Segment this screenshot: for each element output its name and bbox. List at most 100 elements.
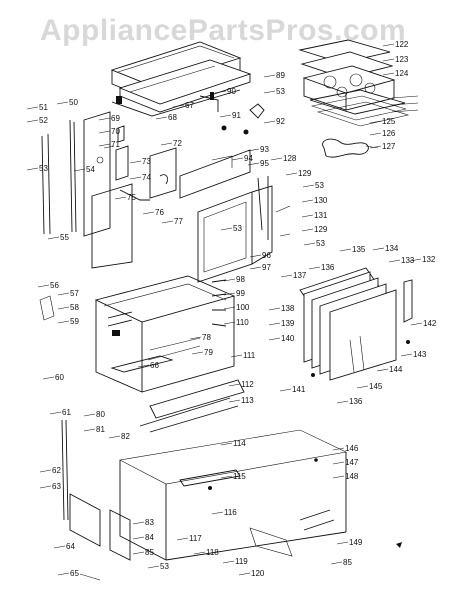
callout-leader-line [339, 248, 352, 252]
part-number-label: 145 [369, 382, 383, 391]
callout-leader-line [308, 266, 321, 270]
callout-leader-line [83, 428, 96, 432]
part-number-label: 82 [121, 432, 130, 441]
lower-cabinet [61, 379, 402, 581]
callout-leader-line [332, 475, 345, 479]
callout-leader-line [332, 447, 345, 451]
callout-leader-line [382, 72, 395, 76]
callout-leader-line [336, 541, 349, 545]
callout-leader-line [303, 242, 316, 246]
callout-leader-line [98, 130, 111, 134]
callout-leader-line [369, 145, 382, 149]
callout-leader-line [369, 120, 382, 124]
part-number-label: 52 [39, 116, 48, 125]
callout-leader-line [268, 337, 281, 341]
part-number-label: 120 [251, 569, 265, 578]
callout-leader-line [191, 351, 204, 355]
callout-leader-line [129, 176, 142, 180]
callout-leader-line [37, 284, 50, 288]
callout-leader-line [42, 376, 55, 380]
callout-leader-line [263, 90, 276, 94]
callout-leader-line [268, 322, 281, 326]
callout-leader-line [57, 320, 70, 324]
callout-leader-line [372, 247, 385, 251]
callout-leader-line [382, 43, 395, 47]
part-number-label: 60 [55, 373, 64, 382]
part-number-label: 135 [352, 245, 366, 254]
oven-door-assembly [299, 267, 413, 381]
part-number-label: 127 [382, 142, 396, 151]
callout-leader-line [98, 117, 111, 121]
part-number-label: 74 [142, 173, 151, 182]
callout-leader-line [211, 511, 224, 515]
part-number-label: 58 [70, 303, 79, 312]
part-number-label: 124 [395, 69, 409, 78]
part-number-label: 83 [145, 518, 154, 527]
callout-leader-line [73, 168, 86, 172]
part-number-label: 132 [422, 255, 436, 264]
part-number-label: 138 [281, 304, 295, 313]
part-number-label: 136 [321, 263, 335, 272]
oven-cavity [179, 103, 291, 283]
part-number-label: 55 [60, 233, 69, 242]
callout-leader-line [219, 114, 232, 118]
callout-leader-line [26, 167, 39, 171]
callout-leader-line [223, 292, 236, 296]
part-number-label: 128 [283, 154, 297, 163]
callout-leader-line [400, 353, 413, 357]
part-number-label: 53 [315, 181, 324, 190]
part-number-label: 84 [145, 533, 154, 542]
part-number-label: 67 [185, 101, 194, 110]
part-number-label: 141 [292, 385, 306, 394]
part-number-label: 139 [281, 319, 295, 328]
part-number-label: 118 [206, 548, 219, 557]
part-number-label: 125 [382, 117, 396, 126]
callout-leader-line [356, 385, 369, 389]
callout-leader-line [57, 306, 70, 310]
part-number-label: 81 [96, 425, 105, 434]
part-number-label: 91 [232, 111, 241, 120]
part-number-label: 71 [111, 140, 120, 149]
callout-leader-line [222, 560, 235, 564]
part-number-label: 89 [276, 71, 285, 80]
part-number-label: 100 [236, 303, 250, 312]
callout-leader-line [223, 306, 236, 310]
part-number-label: 96 [262, 251, 271, 260]
cabinet-side-panels [41, 111, 177, 269]
callout-leader-line [301, 228, 314, 232]
callout-leader-line [268, 307, 281, 311]
callout-leader-line [108, 435, 121, 439]
part-number-label: 113 [241, 396, 254, 405]
part-number-label: 53 [233, 224, 242, 233]
callout-leader-line [83, 413, 96, 417]
callout-leader-line [49, 411, 62, 415]
callout-leader-line [388, 259, 401, 263]
callout-leader-line [147, 565, 160, 569]
part-number-label: 129 [298, 169, 312, 178]
callout-leader-line [98, 143, 111, 147]
part-number-label: 114 [233, 439, 246, 448]
callout-leader-line [228, 399, 241, 403]
part-number-label: 111 [243, 351, 256, 360]
callout-leader-line [114, 196, 127, 200]
callout-leader-line [155, 116, 168, 120]
part-number-label: 142 [423, 319, 437, 328]
callout-leader-line [223, 278, 236, 282]
callout-leader-line [220, 442, 233, 446]
callout-leader-line [247, 162, 260, 166]
callout-leader-line [301, 199, 314, 203]
part-number-label: 61 [62, 408, 71, 417]
part-number-label: 68 [168, 113, 177, 122]
callout-leader-line [280, 274, 293, 278]
callout-leader-line [57, 292, 70, 296]
callout-leader-line [172, 104, 185, 108]
callout-leader-line [409, 258, 422, 262]
part-number-label: 112 [241, 380, 254, 389]
callout-leader-line [270, 157, 283, 161]
callout-leader-line [129, 160, 142, 164]
callout-leader-line [176, 537, 189, 541]
part-number-label: 149 [349, 538, 363, 547]
part-number-label: 50 [69, 98, 78, 107]
part-number-label: 64 [66, 542, 75, 551]
callout-leader-line [247, 148, 260, 152]
